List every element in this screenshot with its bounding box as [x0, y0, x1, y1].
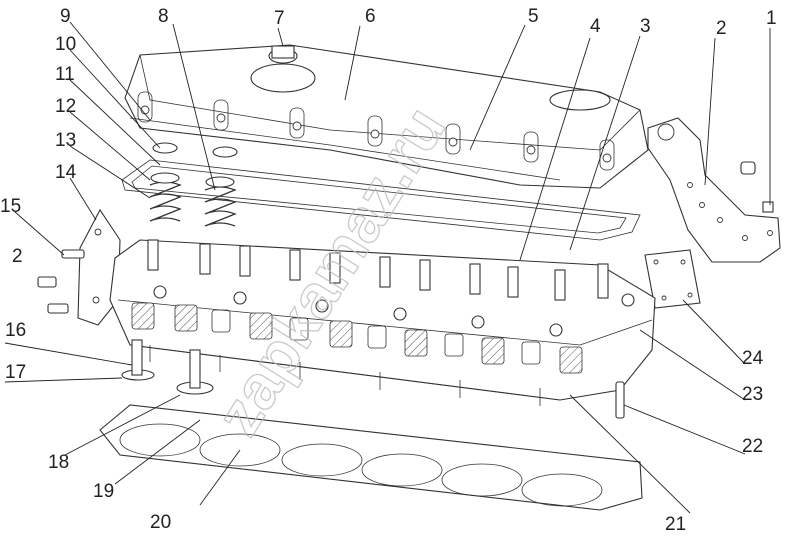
callout-6: 6 [365, 6, 376, 27]
flange-bolts [37, 249, 85, 314]
leader-lines [4, 21, 771, 514]
lifting-bracket [647, 117, 781, 263]
callout-13: 13 [55, 130, 76, 151]
bracket-bolt [740, 161, 774, 213]
callout-20: 20 [150, 512, 171, 533]
callout-1: 1 [766, 8, 777, 29]
head-ports [131, 302, 583, 374]
callout-4: 4 [590, 16, 601, 37]
callout-15: 15 [0, 196, 21, 217]
callout-2: 2 [716, 18, 727, 39]
callout-22: 22 [742, 436, 763, 457]
valve-springs [149, 142, 238, 227]
callout-23: 23 [742, 384, 763, 405]
callout-10: 10 [55, 34, 76, 55]
cover-bolt-bosses [137, 91, 615, 171]
callout-24: 24 [742, 348, 764, 369]
callout-2-lower: 2 [12, 246, 23, 267]
callout-7: 7 [274, 8, 285, 29]
cover-plate [644, 249, 701, 309]
callout-3: 3 [640, 16, 651, 37]
callout-21: 21 [665, 514, 686, 535]
callout-11: 11 [55, 64, 75, 85]
callout-14: 14 [55, 162, 77, 183]
callout-17: 17 [5, 362, 26, 383]
head-bolts [147, 239, 635, 337]
callout-16: 16 [5, 320, 26, 341]
callout-5: 5 [528, 6, 539, 27]
head-gasket [99, 404, 643, 511]
callout-9: 9 [60, 6, 71, 27]
side-flange [37, 208, 121, 326]
callout-12: 12 [55, 96, 76, 117]
head-studs [149, 345, 541, 406]
valve-cover [124, 44, 649, 189]
callout-19: 19 [93, 481, 114, 502]
dowel-pin [615, 381, 625, 419]
callout-18: 18 [48, 452, 69, 473]
valves [121, 339, 214, 395]
callouts: 1 2 3 4 5 6 7 8 9 10 11 12 13 14 15 2 16… [0, 6, 777, 535]
callout-8: 8 [158, 6, 169, 27]
cylinder-head [109, 239, 656, 406]
